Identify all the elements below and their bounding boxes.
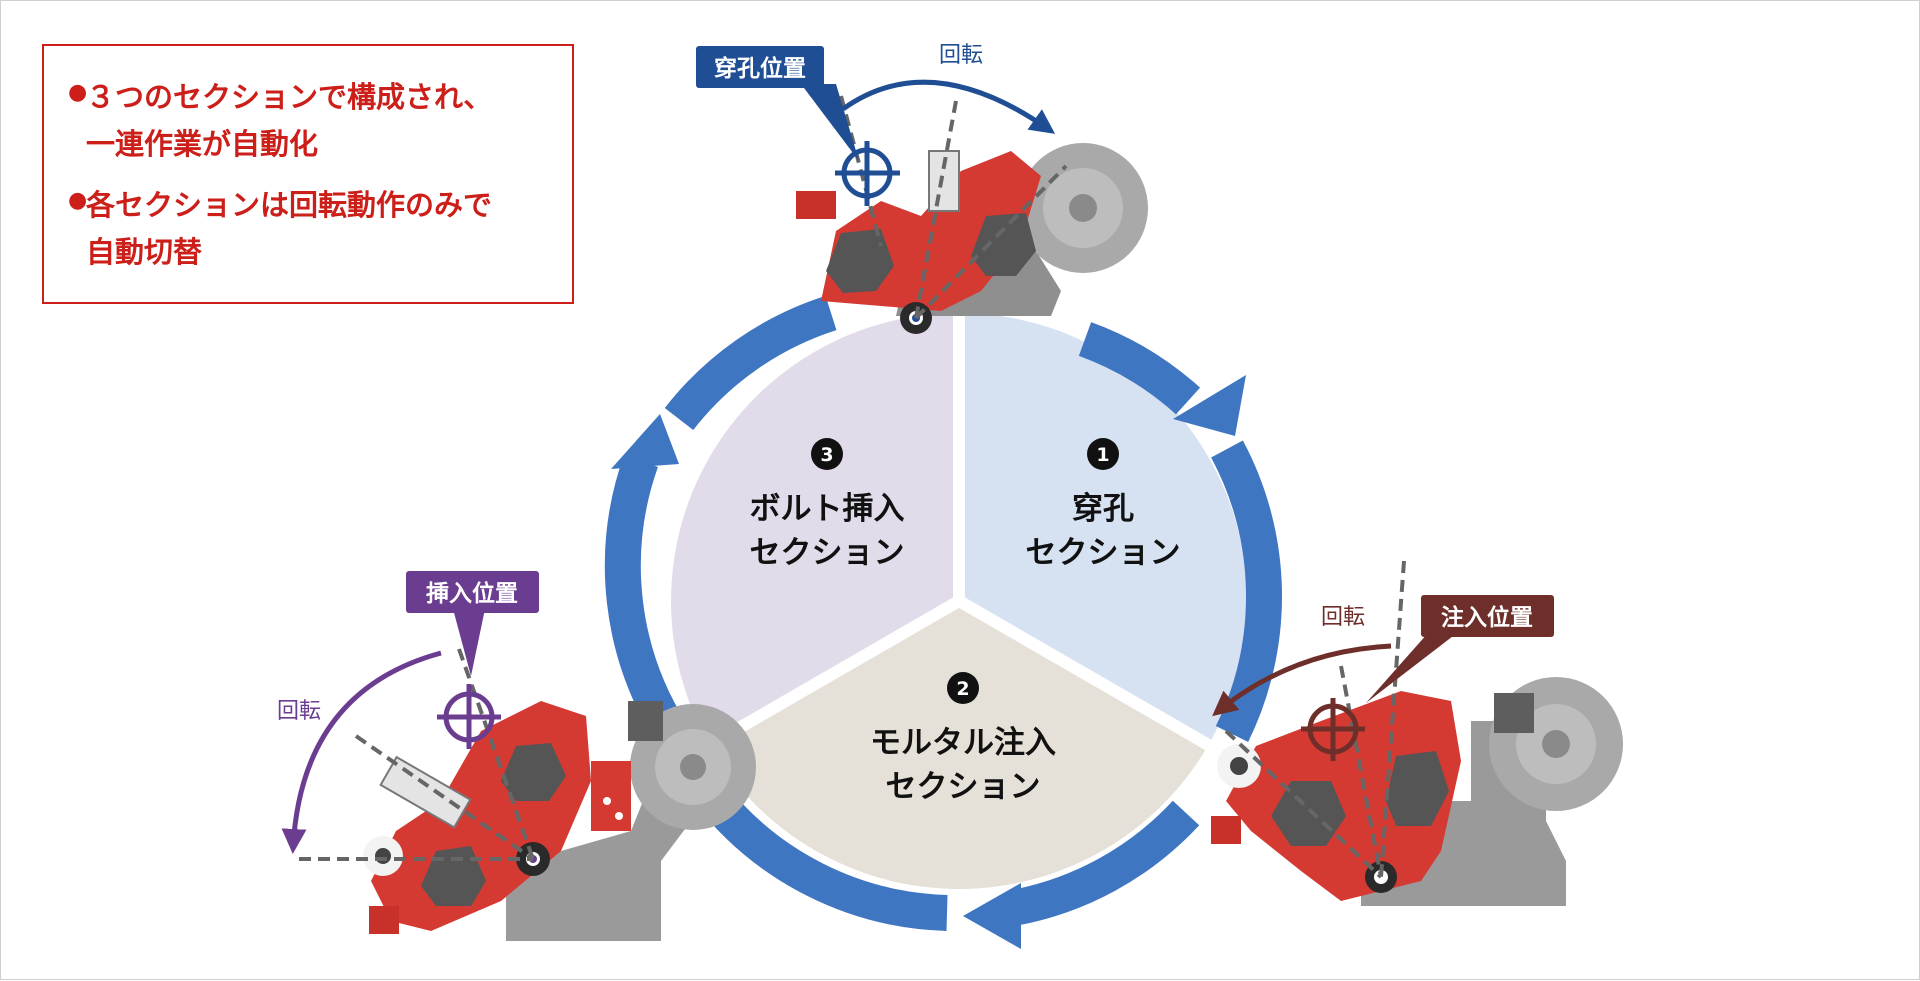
svg-text:セクション: セクション xyxy=(750,535,905,571)
rotation-label-right: 回転 xyxy=(1321,605,1365,630)
cycle-ring xyxy=(604,295,1282,931)
rotation-arrow-left xyxy=(281,650,442,854)
arrowhead xyxy=(963,883,1021,949)
callout-insert-position: 挿入位置 xyxy=(406,571,539,676)
cycle-arrow-insert-to-drill xyxy=(604,454,688,744)
rotation-arrow-right xyxy=(1212,643,1392,717)
bullet-icon: ● xyxy=(68,80,88,105)
svg-text:セクション: セクション xyxy=(1026,535,1181,571)
svg-text:2: 2 xyxy=(956,678,969,700)
note-text: ３つのセクションで構成され、 一連作業が自動化 xyxy=(86,80,493,161)
cycle-arrow-inject-to-insert xyxy=(1009,800,1200,926)
cycle-arrow-drill-to-inject xyxy=(1211,440,1282,742)
svg-text:モルタル注入: モルタル注入 xyxy=(870,725,1056,761)
arrowhead xyxy=(611,414,679,469)
section-label-2: 2 モルタル注入 セクション xyxy=(870,672,1056,805)
summary-note-box: ● ３つのセクションで構成され、 一連作業が自動化 ● 各セクションは回転動作の… xyxy=(42,44,574,304)
cycle-arrowheads xyxy=(611,375,1246,949)
svg-text:穿孔: 穿孔 xyxy=(1072,491,1134,527)
crosshair-icon-insert xyxy=(437,684,501,749)
svg-text:挿入位置: 挿入位置 xyxy=(426,580,518,607)
crosshair-icon-drill xyxy=(835,141,900,206)
arrowhead xyxy=(1173,375,1246,436)
note-item: ● ３つのセクションで構成され、 一連作業が自動化 xyxy=(68,74,552,168)
rotation-label-top: 回転 xyxy=(939,43,983,68)
svg-text:ボルト挿入: ボルト挿入 xyxy=(750,491,905,527)
section-pie xyxy=(671,313,1247,889)
crosshair-icon-inject xyxy=(1301,698,1365,761)
callout-inject-position: 注入位置 xyxy=(1366,595,1554,703)
note-item: ● 各セクションは回転動作のみで 自動切替 xyxy=(68,182,552,276)
sector-divider xyxy=(706,595,963,751)
bullet-icon: ● xyxy=(68,188,88,213)
section-label-1: 1 穿孔 セクション xyxy=(1026,438,1181,571)
svg-text:穿孔位置: 穿孔位置 xyxy=(714,55,806,82)
cycle-arrow-inject-to-insert xyxy=(693,779,948,931)
machine-illustration-insertion xyxy=(299,648,756,941)
sector-divider xyxy=(955,595,1212,751)
svg-text:注入位置: 注入位置 xyxy=(1441,604,1533,631)
section-label-3: 3 ボルト挿入 セクション xyxy=(750,438,905,571)
svg-text:1: 1 xyxy=(1096,444,1109,466)
machine-illustration-injection xyxy=(1211,560,1623,906)
rotation-label-left: 回転 xyxy=(277,699,321,724)
svg-text:セクション: セクション xyxy=(886,769,1041,805)
note-text: 各セクションは回転動作のみで 自動切替 xyxy=(86,188,493,269)
sector-mortar-injection xyxy=(709,601,1209,889)
callout-drill-position: 穿孔位置 xyxy=(696,46,859,161)
cycle-arrow-insert-to-drill xyxy=(664,295,837,431)
rotation-arrow-top xyxy=(841,79,1056,134)
svg-text:3: 3 xyxy=(820,444,833,466)
machine-illustration-drilling xyxy=(796,95,1148,334)
cycle-arrow-drill-to-inject xyxy=(1078,322,1201,415)
